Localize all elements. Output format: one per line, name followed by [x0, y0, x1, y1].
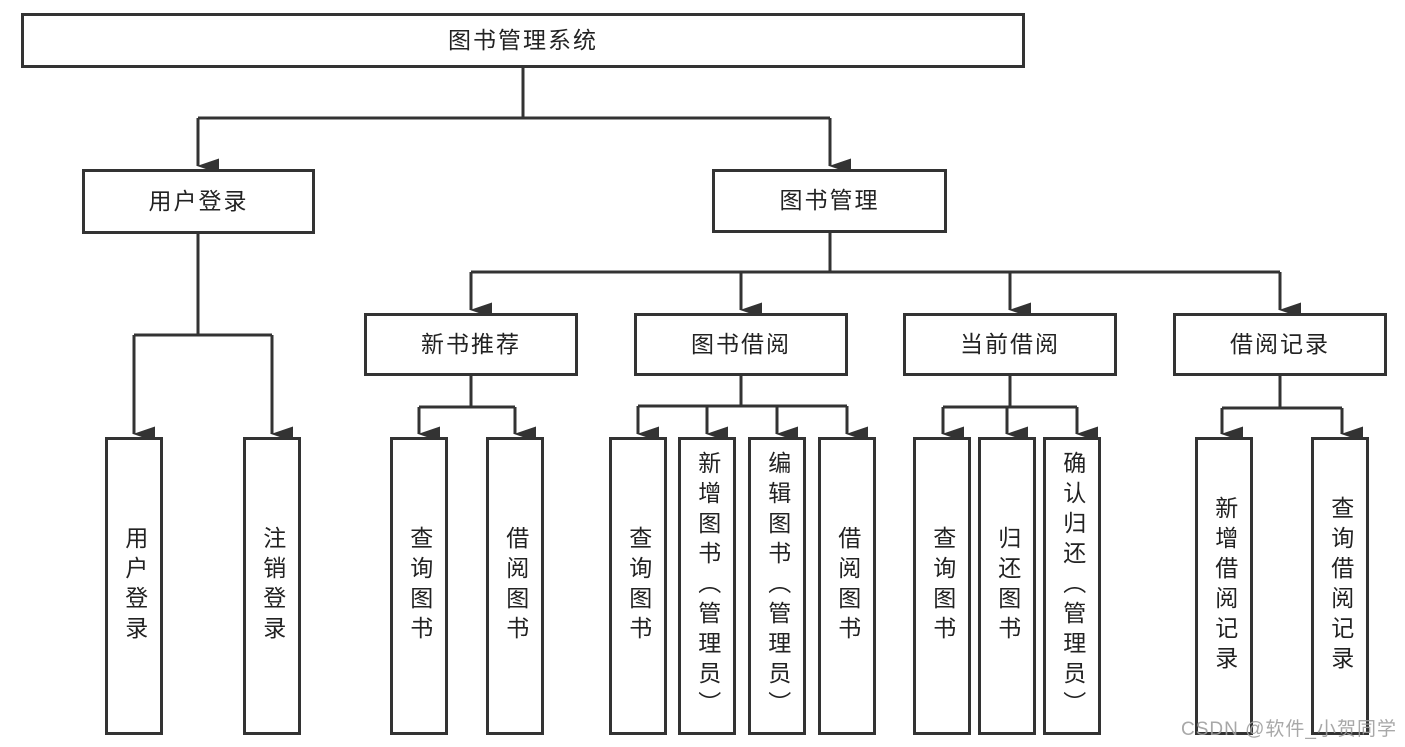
leaf-query-books-recommend: 查询图书: [390, 437, 448, 735]
leaf-query-books-borrow: 查询图书: [609, 437, 667, 735]
node-current-borrow: 当前借阅: [903, 313, 1117, 376]
leaf-borrow-books: 借阅图书: [818, 437, 876, 735]
leaf-query-books-current: 查询图书: [913, 437, 971, 735]
node-new-book-recommend: 新书推荐: [364, 313, 578, 376]
node-user-login-branch: 用户登录: [82, 169, 315, 234]
node-borrow-records: 借阅记录: [1173, 313, 1387, 376]
leaf-logout: 注销登录: [243, 437, 301, 735]
node-book-management-branch: 图书管理: [712, 169, 947, 233]
leaf-user-login: 用户登录: [105, 437, 163, 735]
leaf-add-borrow-record: 新增借阅记录: [1195, 437, 1253, 735]
leaf-confirm-return-admin: 确认归还（管理员）: [1043, 437, 1101, 735]
node-book-borrow: 图书借阅: [634, 313, 848, 376]
leaf-query-borrow-record: 查询借阅记录: [1311, 437, 1369, 735]
leaf-add-book-admin: 新增图书（管理员）: [678, 437, 736, 735]
watermark: CSDN @软件_小贺同学: [1181, 719, 1397, 740]
leaf-borrow-books-recommend: 借阅图书: [486, 437, 544, 735]
node-root: 图书管理系统: [21, 13, 1025, 68]
leaf-return-book: 归还图书: [978, 437, 1036, 735]
leaf-edit-book-admin: 编辑图书（管理员）: [748, 437, 806, 735]
